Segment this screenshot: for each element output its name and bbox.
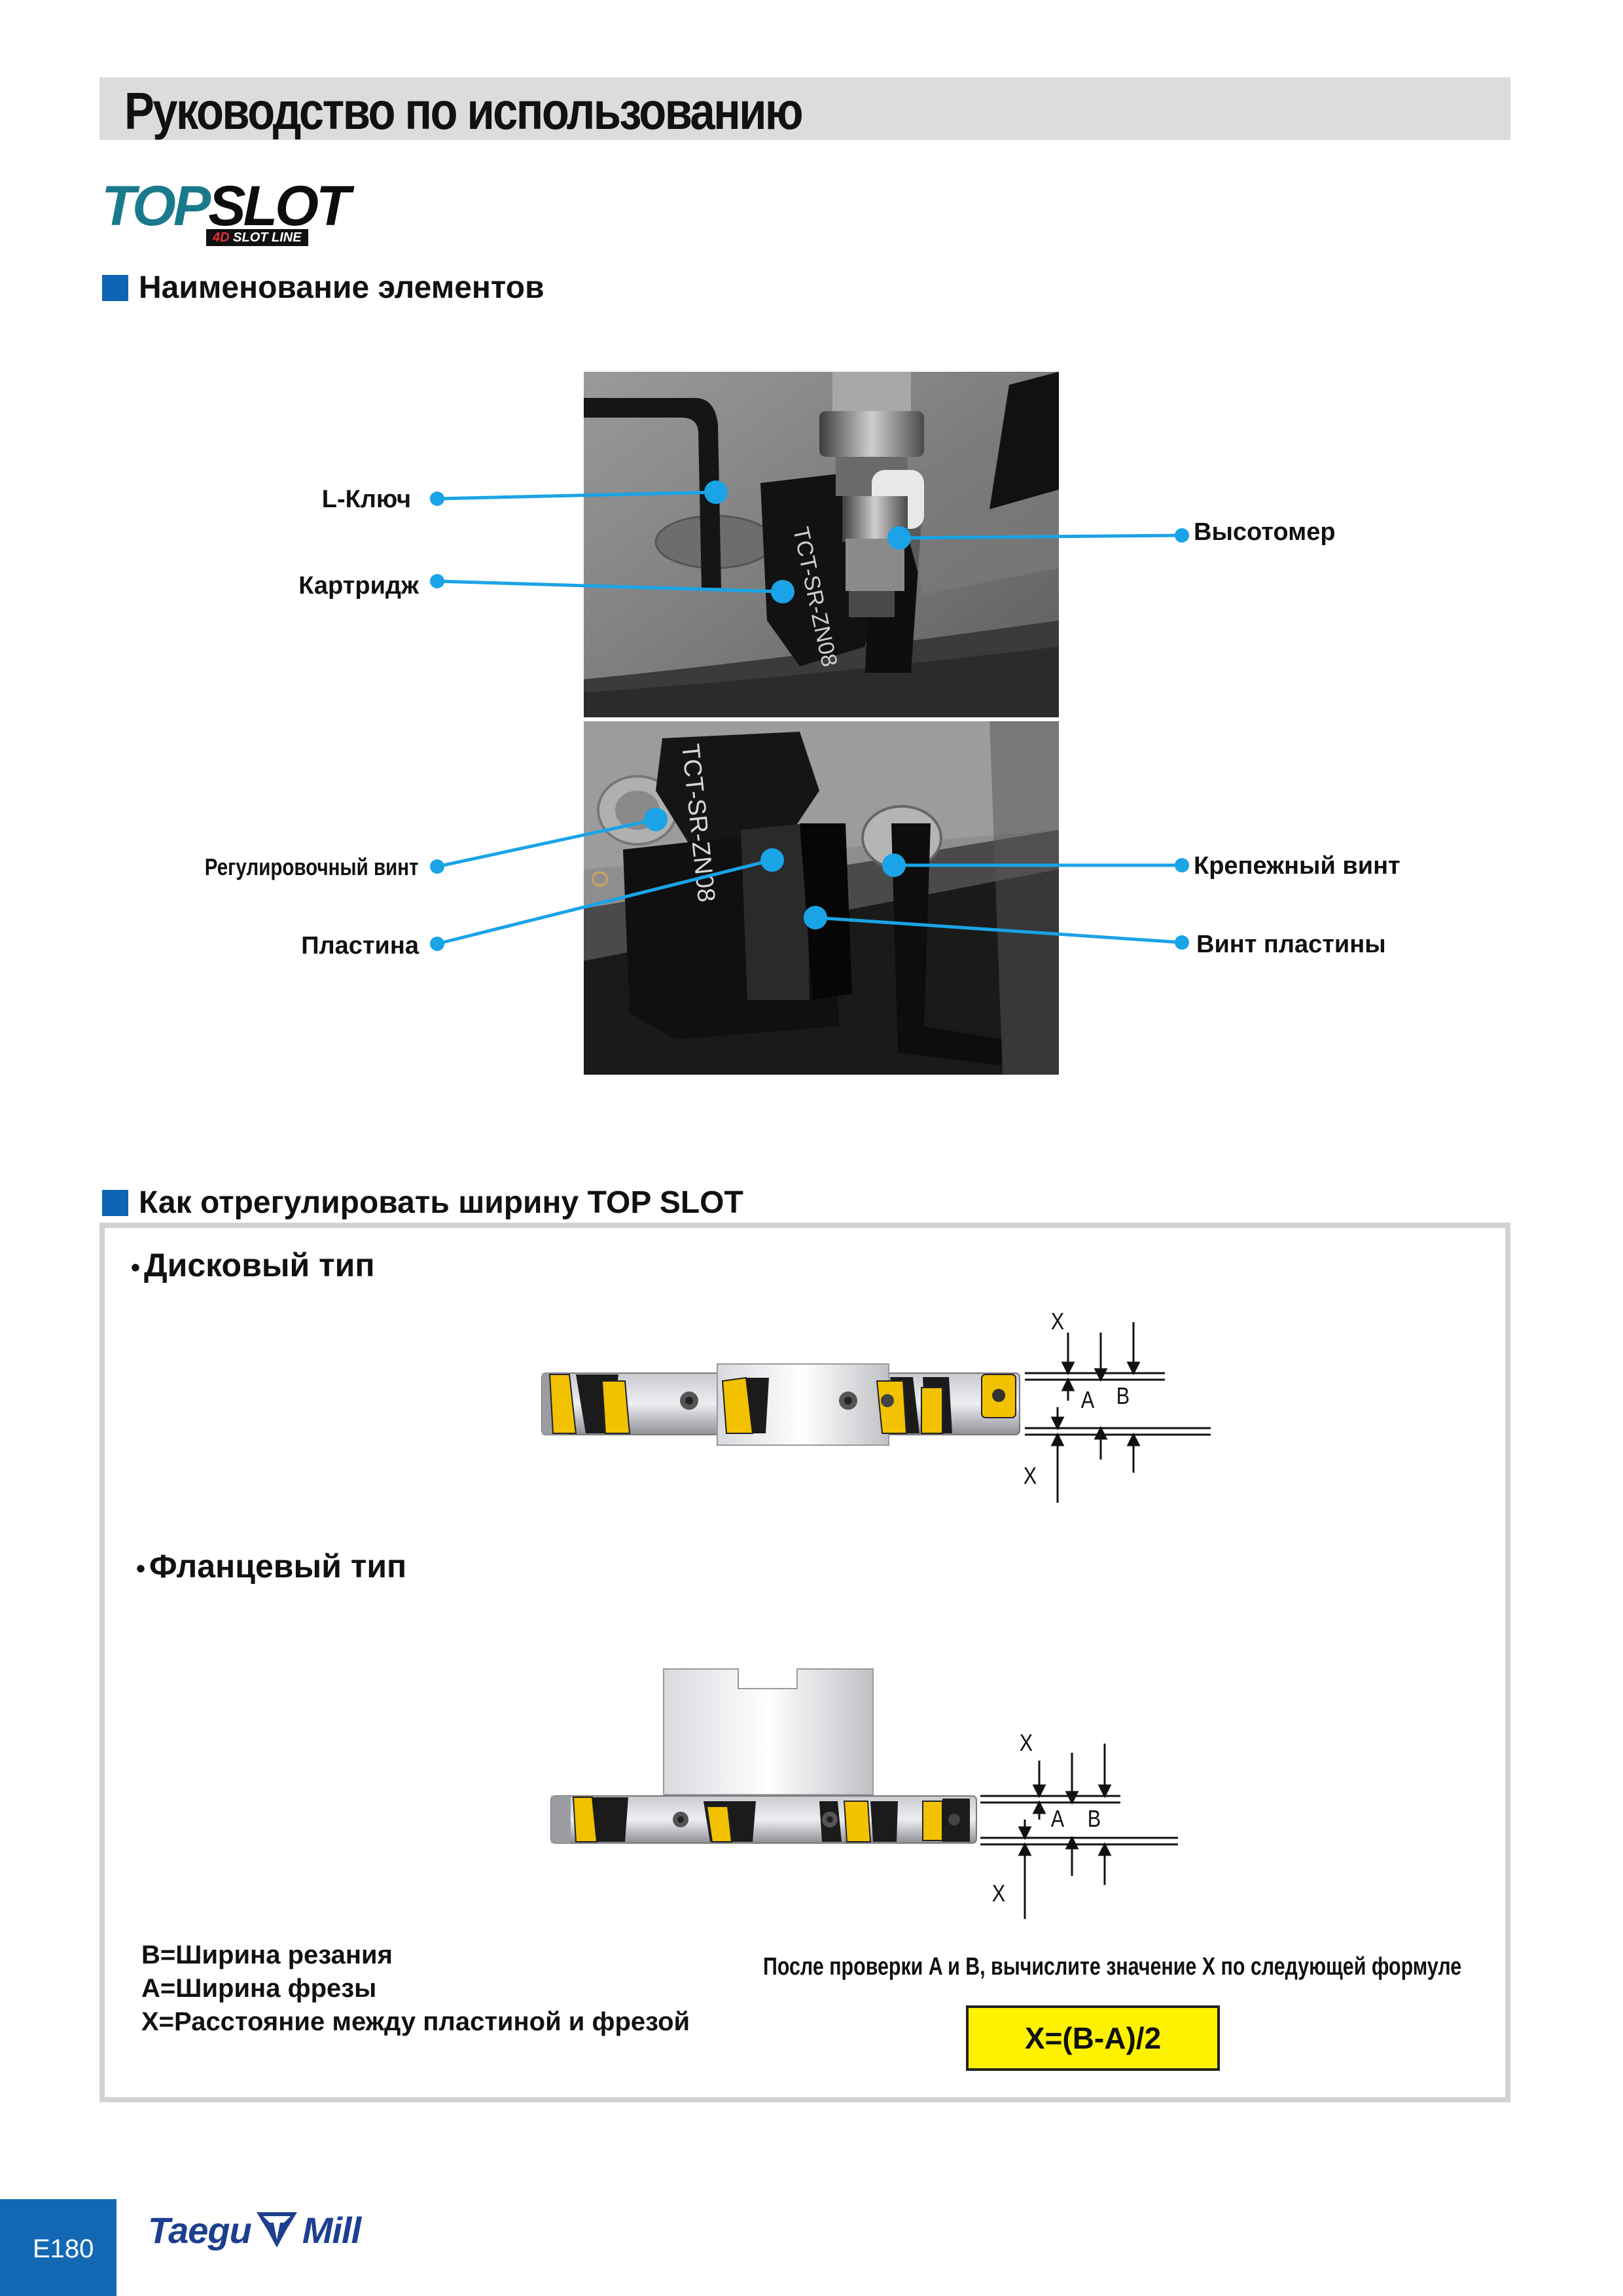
label-height-gauge: Высотомер [1194,518,1336,546]
disc-dim-x-bottom: X [1023,1462,1037,1489]
label-insert: Пластина [301,932,419,960]
topslot-logo: TOPSLOT 4D SLOT LINE [101,177,351,250]
legend-a: A=Ширина фрезы [141,1974,377,2003]
label-adjust-screw: Регулировочный винт [205,853,419,880]
bullet: • [131,1253,141,1282]
brand-left: Taegu [148,2209,252,2251]
brand-t-icon [256,2212,297,2248]
legend-b: B=Ширина резания [141,1941,393,1969]
disc-dim-a: A [1080,1386,1095,1413]
logo-sub-number: 4D [213,230,230,245]
flange-dim-x-bottom: X [991,1880,1006,1907]
page-number-tab: E180 [0,2199,116,2296]
legend-x: X=Расстояние между пластиной и фрезой [141,2007,690,2036]
parts-photo: TCT-SR-ZN08 TCT-SR-ZN08 O [584,372,1059,1075]
disc-dim-x-top: X [1050,1308,1065,1335]
label-clamp-screw: Крепежный винт [1194,852,1400,880]
label-l-key: L-Ключ [321,486,411,513]
section-square-icon [102,274,128,301]
label-insert-screw: Винт пластины [1196,931,1386,958]
dimension-legend: B=Ширина резания A=Ширина фрезы X=Рассто… [141,1939,690,2039]
section-heading-parts: Наименование элементов [102,270,544,306]
parts-photo-drawing: TCT-SR-ZN08 TCT-SR-ZN08 O [584,372,1059,1075]
disc-type-heading: •Дисковый тип [131,1246,375,1284]
logo-subline: 4D SLOT LINE [206,229,308,246]
logo-sub-text: SLOT LINE [233,230,302,245]
page-title: Руководство по использованию [124,82,804,140]
disc-type-title: Дисковый тип [144,1247,375,1283]
flange-dim-b: B [1087,1805,1101,1832]
section-heading-adjust: Как отрегулировать ширину TOP SLOT [102,1185,743,1221]
flange-type-title: Фланцевый тип [149,1548,407,1585]
flange-dim-a: A [1050,1805,1065,1832]
page-number: E180 [33,2234,94,2263]
formula-intro: После проверки A и B, вычислите значение… [763,1953,1462,1981]
section-title: Наименование элементов [139,270,544,305]
taegutec-logo: Taegu Mill [148,2206,361,2254]
formula-box: X=(B-A)/2 [966,2005,1220,2071]
section-square-icon [102,1189,128,1216]
title-bar: Руководство по использованию [99,77,1510,140]
logo-part-slot: SLOT [208,175,350,238]
logo-part-top: TOP [101,175,211,238]
flange-type-heading: •Фланцевый тип [136,1547,406,1585]
disc-dim-b: B [1116,1382,1130,1409]
flange-dim-x-top: X [1019,1729,1033,1756]
label-cartridge: Картридж [298,572,419,600]
bullet: • [136,1554,146,1583]
brand-right: Mill [302,2209,361,2251]
logo-wordmark: TOPSLOT [101,175,351,238]
section-title: Как отрегулировать ширину TOP SLOT [139,1185,743,1220]
